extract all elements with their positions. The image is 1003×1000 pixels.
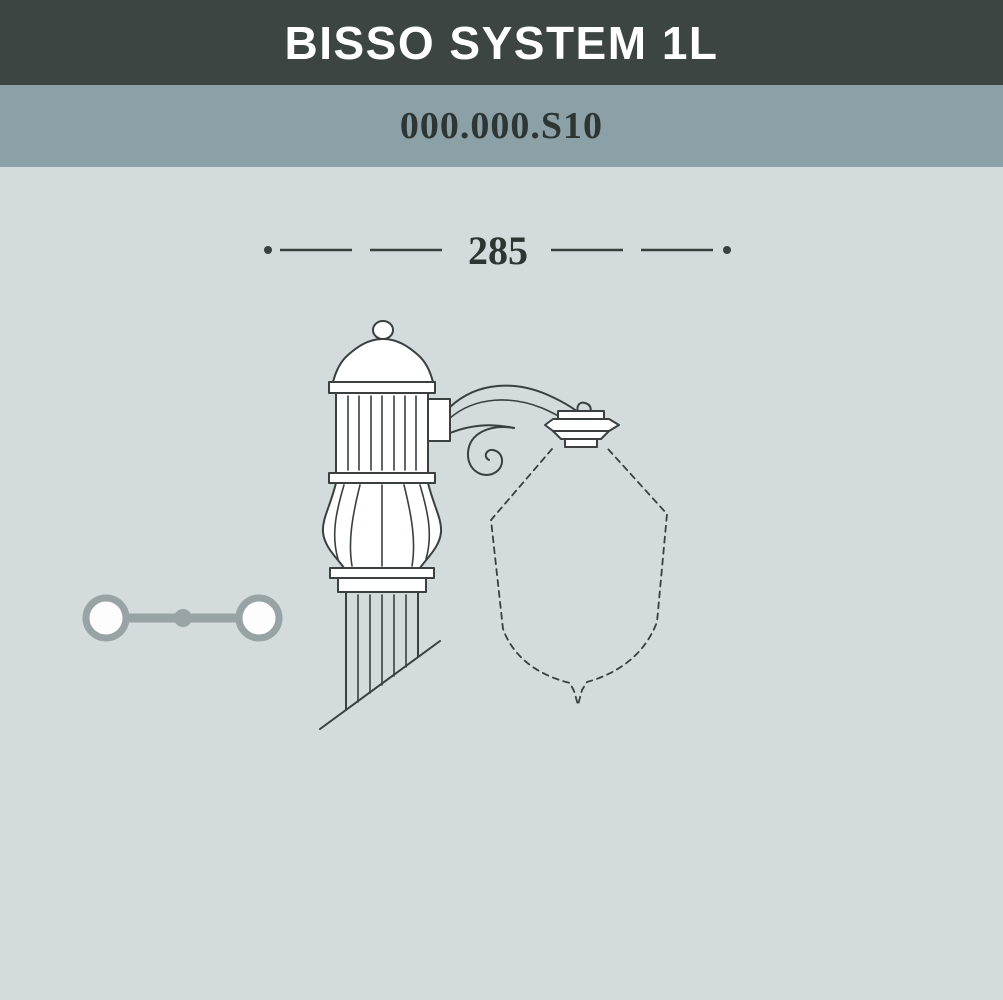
product-title: BISSO SYSTEM 1L xyxy=(284,16,719,69)
mount-circle-left xyxy=(82,594,130,642)
product-code: 000.000.S10 xyxy=(399,105,604,147)
collar-upper xyxy=(329,567,435,579)
bell-cap xyxy=(332,338,434,383)
mount-circle-right xyxy=(235,594,283,642)
technical-drawing: 285 xyxy=(82,228,731,730)
finial-knob xyxy=(372,320,394,340)
acanthus-leaf-lines xyxy=(333,484,431,567)
dimension-dot-right xyxy=(723,246,731,254)
lantern-outline-dashed xyxy=(490,448,668,706)
drawing-area: 285 xyxy=(0,167,1003,1000)
dimension-dot-left xyxy=(264,246,272,254)
lantern-holder-cap xyxy=(544,410,620,448)
scroll-arm xyxy=(449,384,592,476)
lower-band xyxy=(328,472,436,484)
wall-mount-icon xyxy=(82,594,283,642)
mount-center-dot xyxy=(174,609,192,627)
lamp-bracket-icon xyxy=(319,320,668,730)
dimension-value: 285 xyxy=(468,228,528,273)
arm-mount-block xyxy=(427,398,451,442)
collar-lower xyxy=(337,577,427,593)
fluted-column xyxy=(345,591,419,711)
code-bar: 000.000.S10 xyxy=(0,85,1003,167)
arm-spiral xyxy=(466,426,515,476)
dimension-line: 285 xyxy=(264,228,731,273)
upper-band xyxy=(328,381,436,394)
title-bar: BISSO SYSTEM 1L xyxy=(0,0,1003,85)
fluted-box-flutes xyxy=(347,395,417,471)
break-line xyxy=(319,640,441,730)
